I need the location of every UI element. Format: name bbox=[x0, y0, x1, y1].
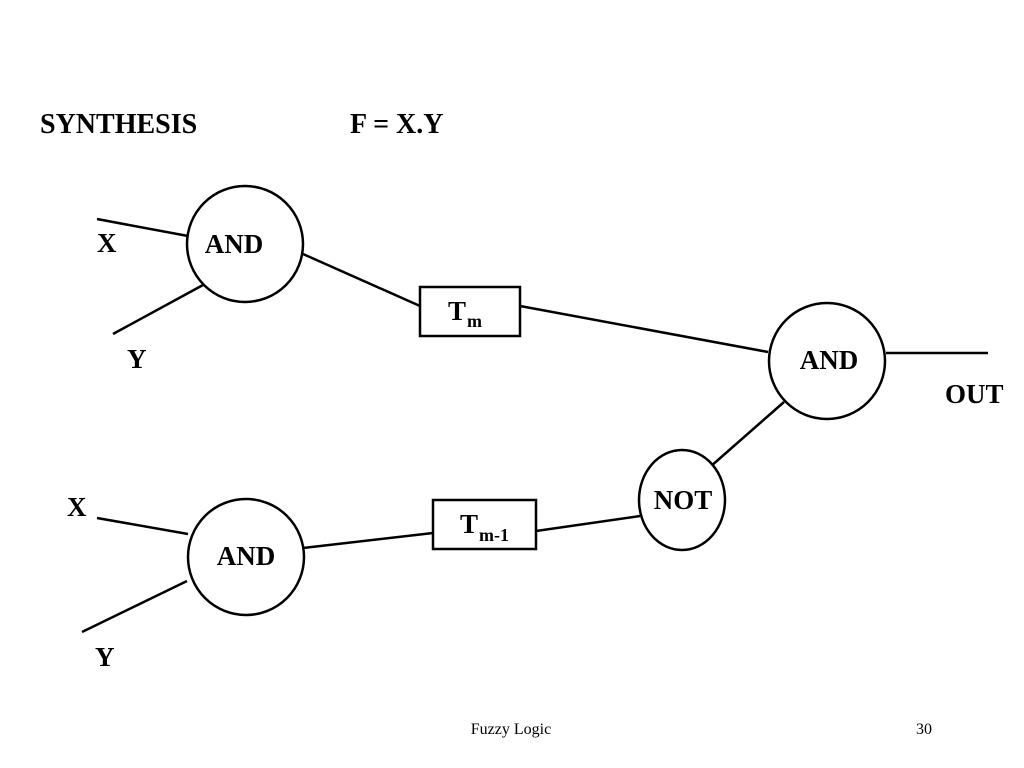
not-gate: NOT bbox=[637, 448, 727, 552]
output-label: OUT bbox=[945, 379, 1004, 409]
delay-tm-sub: m bbox=[467, 311, 482, 331]
wire-bottom-y bbox=[81, 579, 188, 634]
wire-top-x bbox=[96, 217, 189, 238]
delay-tm-main: T bbox=[448, 296, 466, 326]
delay-tm1-main: T bbox=[460, 509, 478, 539]
wire-bottom-x bbox=[96, 516, 189, 536]
wire-not-to-and-out bbox=[709, 401, 785, 468]
and-gate-output: AND bbox=[767, 301, 887, 421]
and-gate-bottom-label: AND bbox=[217, 541, 276, 571]
diagram-title: SYNTHESIS bbox=[40, 109, 197, 140]
delay-box-tm-1: T m-1 bbox=[431, 498, 538, 551]
wire-tm1-to-not bbox=[535, 514, 641, 533]
wire-and-bottom-to-tm1 bbox=[302, 531, 434, 550]
wire-top-y bbox=[112, 283, 204, 336]
footer-title: Fuzzy Logic bbox=[471, 721, 551, 738]
and-gate-bottom: AND bbox=[186, 497, 306, 617]
and-gate-top-label: AND bbox=[205, 229, 264, 259]
input-label-bottom-y: Y bbox=[95, 642, 115, 672]
wire-tm-to-and-out bbox=[519, 304, 769, 354]
delay-box-tm: T m bbox=[418, 285, 522, 338]
input-label-top-x: X bbox=[97, 228, 117, 258]
page-number: 30 bbox=[916, 721, 932, 738]
input-label-top-y: Y bbox=[127, 344, 147, 374]
and-gate-output-label: AND bbox=[800, 345, 859, 375]
and-gate-top: AND bbox=[185, 184, 305, 304]
input-label-bottom-x: X bbox=[67, 492, 87, 522]
formula: F = X.Y bbox=[350, 109, 443, 140]
wire-and-top-to-tm bbox=[302, 252, 421, 308]
delay-tm1-sub: m-1 bbox=[479, 525, 509, 545]
not-gate-label: NOT bbox=[654, 485, 713, 515]
